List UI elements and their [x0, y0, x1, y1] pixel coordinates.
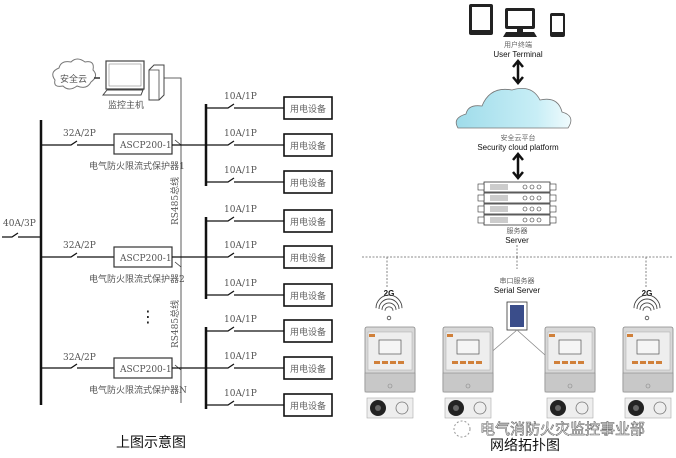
- phone-icon: [550, 13, 565, 37]
- load-box: [283, 209, 333, 233]
- branch-circuit: 10A/1P 用电设备: [206, 92, 333, 120]
- protector-device-icon: [544, 326, 596, 393]
- load-box: [283, 283, 333, 307]
- load-label: 用电设备: [290, 252, 326, 264]
- cloud-label: 安全云: [60, 73, 87, 85]
- protector-model: ASCP200-1: [119, 141, 172, 151]
- network-line: [362, 245, 672, 287]
- server-cn: 服务器: [507, 226, 528, 235]
- main-breaker-label: 40A/3P: [3, 219, 36, 229]
- 2g-label-left: 2G: [384, 289, 395, 298]
- load-box: [283, 356, 333, 380]
- rs485-label-2: RS485总线: [169, 300, 181, 348]
- right-caption: 网络拓扑图: [490, 438, 560, 454]
- serial-en: Serial Server: [494, 286, 541, 295]
- serial-connection-line: [487, 329, 546, 356]
- safety-cloud: 安全云: [52, 58, 100, 90]
- protector-row: 32A/2P ASCP200-1 电气防火限流式保护器1: [41, 104, 208, 186]
- current-sensor-icon: [546, 397, 594, 419]
- branch-breaker-label: 10A/1P: [224, 279, 257, 289]
- left-caption: 上图示意图: [116, 434, 186, 451]
- serial-server-icon: [506, 301, 528, 331]
- load-box: [283, 245, 333, 269]
- load-box: [283, 319, 333, 343]
- protector-name: 电气防火限流式保护器2: [89, 273, 185, 285]
- wechat-icon: [453, 420, 471, 438]
- protector-name: 电气防火限流式保护器N: [89, 384, 187, 396]
- protector-name: 电气防火限流式保护器1: [89, 160, 185, 172]
- load-box: [283, 393, 333, 417]
- load-box: [283, 170, 333, 194]
- branch-breaker-label: 10A/1P: [224, 129, 257, 139]
- terminal-en: User Terminal: [493, 50, 542, 59]
- load-label: 用电设备: [290, 103, 326, 115]
- branch-breaker-label: 10A/1P: [224, 352, 257, 362]
- bidirectional-arrow-icon: [512, 59, 524, 85]
- branch-circuit: 10A/1P 用电设备: [206, 205, 333, 233]
- protector-model: ASCP200-1: [119, 254, 172, 264]
- branch-circuit: 10A/1P 用电设备: [206, 129, 333, 157]
- branch-breaker-label: 10A/1P: [224, 166, 257, 176]
- cloud-en: Security cloud platform: [477, 143, 559, 152]
- load-label: 用电设备: [290, 326, 326, 338]
- rs485-bus-line: [164, 77, 182, 403]
- branch-circuit: 10A/1P 用电设备: [206, 166, 333, 194]
- load-label: 用电设备: [290, 216, 326, 228]
- branch-circuit: 10A/1P 用电设备: [206, 389, 333, 417]
- protector-device-icon: [364, 326, 416, 393]
- terminal-cn: 用户终端: [504, 40, 532, 49]
- branch-circuit: 10A/1P 用电设备: [206, 352, 333, 380]
- branch-circuit: 10A/1P 用电设备: [206, 241, 333, 269]
- cloud-cn: 安全云平台: [501, 133, 536, 142]
- serial-cn: 串口服务器: [500, 276, 535, 285]
- cloud-platform-icon: [455, 87, 572, 129]
- 2g-label-right: 2G: [642, 289, 653, 298]
- load-box: [283, 133, 333, 157]
- protector-breaker: 32A/2P: [63, 353, 96, 363]
- branch-breaker-label: 10A/1P: [224, 205, 257, 215]
- main-breaker-symbol: [2, 232, 41, 238]
- protector-breaker: 32A/2P: [63, 241, 96, 251]
- tablet-icon: [469, 4, 493, 35]
- protector-device-icon: [622, 326, 674, 393]
- load-label: 用电设备: [290, 400, 326, 412]
- server-rack-icon: [477, 181, 557, 226]
- branch-circuits: 10A/1P 用电设备 10A/1P 用电设备 10A/1P 用电设备 10A/1P 用电设备…: [206, 92, 333, 417]
- load-box: [283, 96, 333, 120]
- current-sensor-icon: [366, 397, 414, 419]
- protector-row: 32A/2P ASCP200-1 电气防火限流式保护器2: [41, 217, 208, 299]
- load-label: 用电设备: [290, 363, 326, 375]
- watermark-text: 电气消防火灾监控事业部: [480, 420, 645, 438]
- ellipsis-dots: ⋮: [140, 307, 156, 326]
- branch-circuit: 10A/1P 用电设备: [206, 279, 333, 307]
- protector-box: [113, 133, 173, 155]
- wifi-icon: [633, 294, 661, 321]
- monitor-host-icon: [101, 60, 165, 101]
- network-topology: 用户终端 User Terminal 安全云平台 Security cloud …: [362, 4, 674, 454]
- protector-row: 32A/2P ASCP200-1 电气防火限流式保护器N: [41, 327, 208, 409]
- load-label: 用电设备: [290, 140, 326, 152]
- branch-circuit: 10A/1P 用电设备: [206, 315, 333, 343]
- load-label: 用电设备: [290, 177, 326, 189]
- branch-breaker-label: 10A/1P: [224, 241, 257, 251]
- watermark: 电气消防火灾监控事业部: [453, 420, 645, 438]
- protector-breaker: 32A/2P: [63, 129, 96, 139]
- desktop-icon: [503, 8, 537, 37]
- current-sensor-icon: [624, 397, 672, 419]
- load-label: 用电设备: [290, 290, 326, 302]
- bidirectional-arrow-icon: [512, 152, 524, 180]
- protector-device-icon: [442, 326, 494, 393]
- branch-breaker-label: 10A/1P: [224, 92, 257, 102]
- left-system-diagram: 安全云 监控主机 RS485总线 RS485总线 40A/3P ⋮ 32A/2P…: [2, 58, 333, 451]
- branch-breaker-label: 10A/1P: [224, 315, 257, 325]
- protector-model: ASCP200-1: [119, 365, 172, 375]
- wifi-icon: [375, 294, 403, 321]
- host-label: 监控主机: [108, 99, 144, 111]
- server-en: Server: [505, 236, 529, 245]
- branch-breaker-label: 10A/1P: [224, 389, 257, 399]
- current-sensor-icon: [444, 397, 492, 419]
- rs485-label-1: RS485总线: [169, 177, 181, 225]
